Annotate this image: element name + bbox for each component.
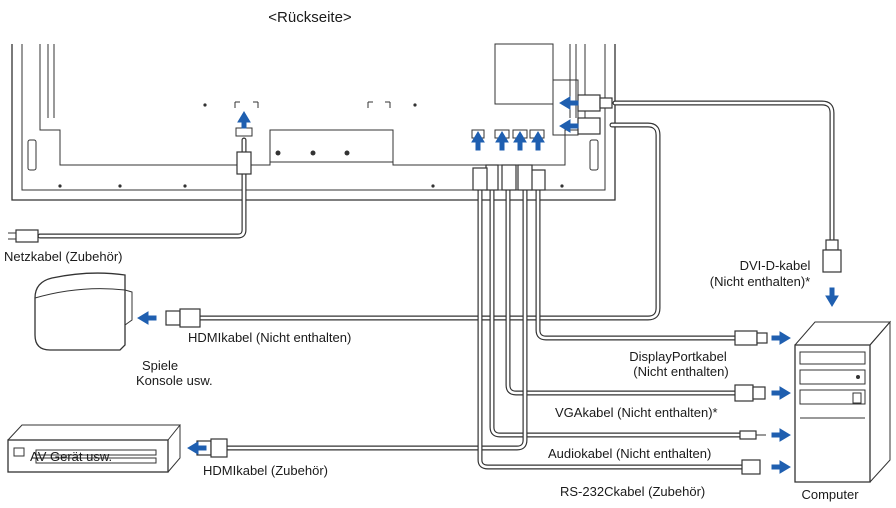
computer-label: Computer [801, 487, 859, 502]
dvi-cable-label-line2: (Nicht enthalten)* [710, 274, 810, 289]
game-console-icon [34, 272, 133, 351]
arrows [137, 96, 839, 474]
displayport-plug-icon [530, 169, 768, 346]
audio-cable-label: Audiokabel (Nicht enthalten) [548, 446, 711, 461]
vga-cable-label: VGAkabel (Nicht enthalten)* [555, 405, 718, 420]
audio-plug-icon [485, 164, 766, 440]
rs232-cable-label: RS-232Ckabel (Zubehör) [560, 484, 705, 499]
hdmi-plug-icon [165, 117, 601, 458]
game-console-label-line2: Konsole usw. [136, 373, 213, 388]
hdmi-cable-av-label: HDMIkabel (Zubehör) [203, 463, 328, 478]
rs232-plug-icon [472, 164, 761, 475]
displayport-cable-label-line1: DisplayPortkabel [629, 349, 727, 364]
cables [37, 100, 835, 470]
power-cable-label: Netzkabel (Zubehör) [4, 249, 123, 264]
vga-plug-icon [501, 164, 766, 402]
power-plug-icon [8, 151, 252, 243]
computer-tower-icon [794, 320, 892, 483]
dvi-plug-icon [577, 94, 842, 273]
dvi-cable-label-line1: DVI-D-kabel [740, 258, 811, 273]
hdmi-cable-game-label: HDMIkabel (Nicht enthalten) [188, 330, 351, 345]
game-console-label-line1: Spiele [142, 358, 178, 373]
displayport-cable-label-line2: (Nicht enthalten) [633, 364, 728, 379]
av-device-icon [7, 424, 182, 473]
av-device-label: AV Gerät usw. [30, 449, 112, 464]
diagram-title: <Rückseite> [268, 9, 352, 26]
monitor-outer-frame [11, 44, 616, 201]
